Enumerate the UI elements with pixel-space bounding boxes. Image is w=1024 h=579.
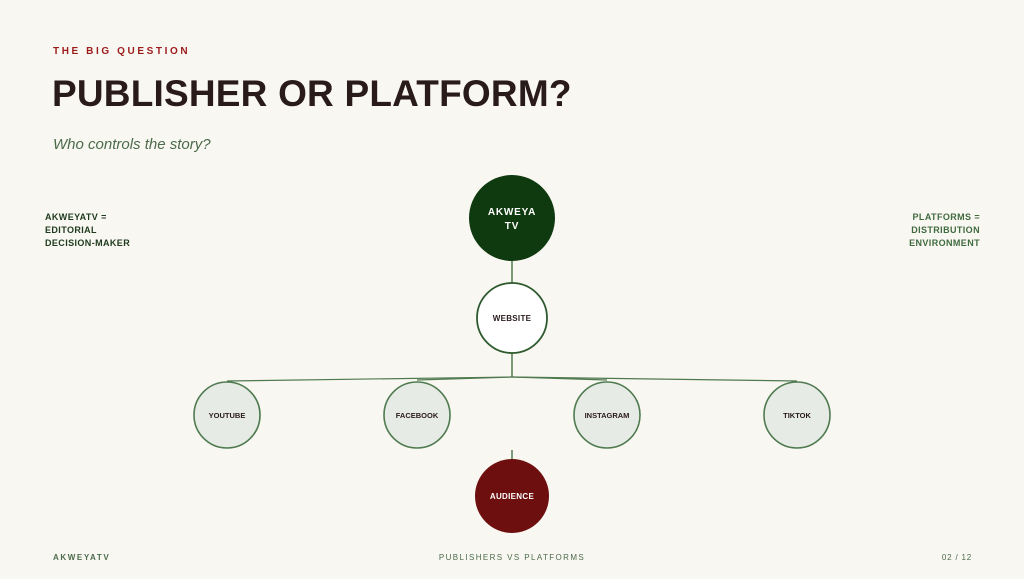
node-facebook-label: FACEBOOK <box>396 411 439 420</box>
footer-page-number: 02 / 12 <box>941 553 972 562</box>
footer-section-title: PUBLISHERS VS PLATFORMS <box>438 553 586 562</box>
slide-subtitle: Who controls the story? <box>53 136 211 153</box>
node-youtube-circle <box>193 381 261 449</box>
right-side-label-line: PLATFORMS = <box>912 212 980 222</box>
slide-title: PUBLISHER OR PLATFORM? <box>52 73 572 114</box>
node-akweya-tv-label-line: AKWEYA <box>488 207 536 218</box>
node-audience: AUDIENCE <box>475 459 549 533</box>
node-facebook: FACEBOOK <box>383 381 451 449</box>
left-side-label-line: DECISION-MAKER <box>45 238 131 248</box>
node-website-circle <box>476 282 548 354</box>
node-audience-circle <box>475 459 549 533</box>
right-side-label-line: ENVIRONMENT <box>909 238 980 248</box>
node-akweya-tv: AKWEYA TV <box>469 175 555 261</box>
node-instagram: INSTAGRAM <box>573 381 641 449</box>
node-akweya-tv-circle <box>469 175 555 261</box>
right-side-label-line: DISTRIBUTION <box>911 225 980 235</box>
footer-brand: AKWEYATV <box>53 553 111 562</box>
node-facebook-circle <box>383 381 451 449</box>
connector-branch-facebook <box>416 376 513 381</box>
node-tiktok: TIKTOK <box>763 381 831 449</box>
node-instagram-label: INSTAGRAM <box>585 411 630 420</box>
node-youtube: YOUTUBE <box>193 381 261 449</box>
left-side-label: AKWEYATV = EDITORIAL DECISION-MAKER <box>45 211 130 250</box>
right-side-label: PLATFORMS = DISTRIBUTION ENVIRONMENT <box>909 211 980 250</box>
left-side-label-line: EDITORIAL <box>45 225 97 235</box>
node-website-label: WEBSITE <box>493 314 532 323</box>
node-audience-label: AUDIENCE <box>490 492 535 501</box>
node-instagram-circle <box>573 381 641 449</box>
eyebrow-label: THE BIG QUESTION <box>53 46 191 57</box>
node-website: WEBSITE <box>476 282 548 354</box>
connector-branch-youtube <box>226 376 513 382</box>
node-tiktok-circle <box>763 381 831 449</box>
node-akweya-tv-label-line: TV <box>505 221 519 232</box>
connector-branch-tiktok <box>511 376 798 382</box>
node-youtube-label: YOUTUBE <box>209 411 246 420</box>
left-side-label-line: AKWEYATV = <box>45 212 107 222</box>
node-tiktok-label: TIKTOK <box>783 411 811 420</box>
